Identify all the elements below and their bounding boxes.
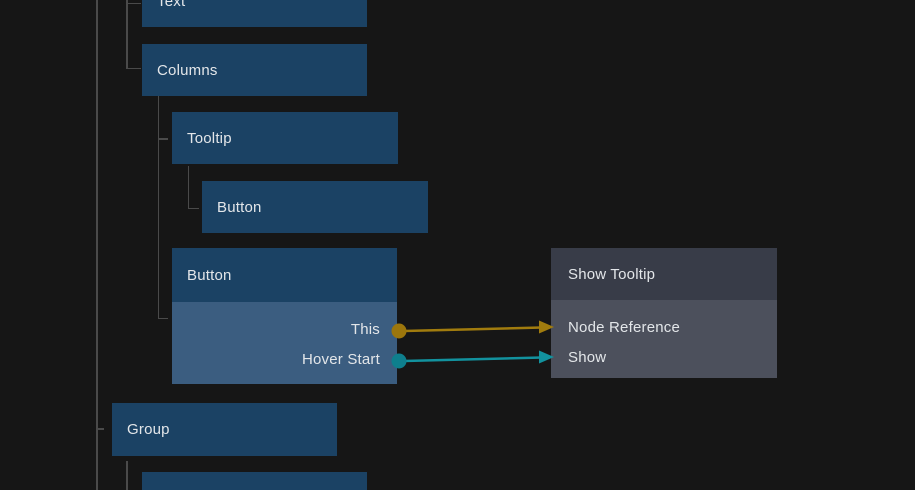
tree-line-columns-elbow: [126, 67, 141, 69]
tree-node-button-label: Button: [187, 266, 232, 284]
tree-line-group-tick: [96, 428, 104, 430]
tree-node-text-label: Text: [157, 0, 186, 10]
input-port-node-reference-label: Node Reference: [568, 318, 681, 336]
tree-line-group-children-vertical: [126, 461, 128, 490]
output-port-this[interactable]: This: [172, 314, 397, 344]
tree-node-group-label: Group: [127, 421, 170, 438]
button-node-outputs-panel: This Hover Start: [172, 302, 397, 384]
tree-line-text-tick: [126, 2, 141, 4]
output-port-this-label: This: [350, 320, 380, 338]
tree-node-button-header[interactable]: Button: [172, 248, 397, 302]
input-port-show-label: Show: [568, 348, 607, 366]
tree-node-group[interactable]: Group: [112, 403, 337, 456]
tree-line-root-vertical: [96, 0, 98, 490]
tree-node-text[interactable]: Text: [142, 0, 367, 27]
wire-this-to-node-reference: [391, 320, 554, 339]
tree-line-tooltip-button-elbow: [187, 207, 199, 209]
action-node-show-tooltip[interactable]: Show Tooltip Node Reference Show: [551, 248, 777, 378]
tree-node-tooltip-label: Tooltip: [187, 129, 232, 147]
wire-hover-start-to-show: [391, 350, 554, 369]
tree-line-tooltip-tick: [157, 138, 168, 140]
tree-node-partial-bottom[interactable]: [142, 472, 367, 490]
action-node-header[interactable]: Show Tooltip: [551, 248, 777, 300]
tree-node-tooltip-button[interactable]: Button: [202, 181, 428, 233]
action-node-inputs-panel: Node Reference Show: [551, 300, 777, 378]
tree-line-columns-children-vertical: [157, 96, 159, 319]
tree-line-level1-vertical: [126, 0, 128, 69]
tree-line-tooltip-children-vertical: [187, 166, 189, 209]
tree-node-columns-label: Columns: [157, 61, 218, 79]
tree-node-tooltip-button-label: Button: [217, 198, 262, 216]
action-node-title: Show Tooltip: [568, 265, 656, 283]
input-port-node-reference[interactable]: Node Reference: [551, 312, 777, 342]
tree-node-button-selected[interactable]: Button This Hover Start: [172, 248, 397, 384]
output-port-hover-start[interactable]: Hover Start: [172, 344, 397, 374]
tree-node-columns[interactable]: Columns: [142, 44, 367, 96]
tree-node-tooltip[interactable]: Tooltip: [172, 112, 398, 164]
input-port-show[interactable]: Show: [551, 342, 777, 372]
output-port-hover-start-label: Hover Start: [301, 350, 380, 368]
wire-hover-start-line: [403, 356, 543, 363]
wire-this-line: [403, 326, 543, 333]
tree-line-button-elbow: [157, 317, 168, 319]
